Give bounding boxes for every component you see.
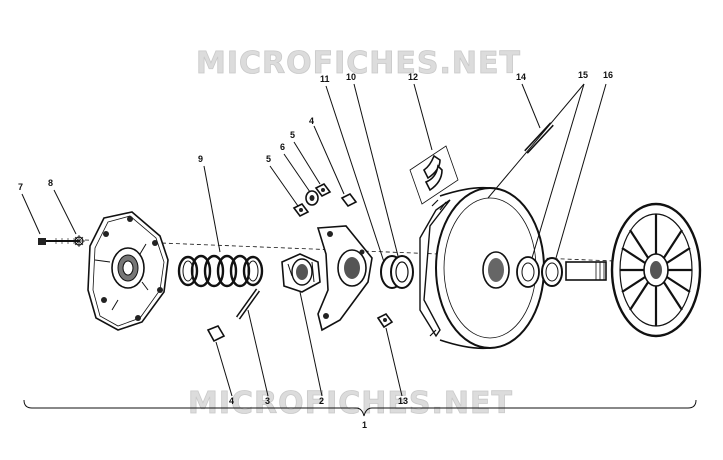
bushing-part-6 bbox=[305, 190, 319, 206]
callout-15: 15 bbox=[578, 70, 588, 80]
callout-4-upper: 4 bbox=[309, 116, 314, 126]
watermark-top: MICROFICHES.NET bbox=[196, 46, 521, 81]
leader-lines bbox=[21, 83, 607, 397]
callout-5-right: 5 bbox=[290, 130, 295, 140]
roller-part-4-lower bbox=[206, 325, 226, 343]
shaft bbox=[565, 261, 607, 281]
assembly-bracket bbox=[23, 399, 697, 417]
roller-insert-part-12 bbox=[409, 145, 459, 205]
pin-part-3 bbox=[235, 288, 261, 320]
nut-part-13 bbox=[376, 312, 394, 329]
sheave-wheel bbox=[610, 202, 702, 338]
callout-8: 8 bbox=[48, 178, 53, 188]
cover-plate bbox=[87, 211, 169, 331]
callout-14: 14 bbox=[516, 72, 526, 82]
bolt-part-7 bbox=[38, 238, 78, 245]
watermark-bottom: MICROFICHES.NET bbox=[188, 386, 513, 421]
hub-part-2 bbox=[281, 253, 321, 293]
lock-washer-part-8 bbox=[73, 235, 85, 247]
callout-10: 10 bbox=[346, 72, 356, 82]
bushing-part-10 bbox=[380, 255, 414, 289]
ring-part-16 bbox=[541, 257, 563, 287]
callout-1: 1 bbox=[362, 420, 367, 430]
callout-6: 6 bbox=[280, 142, 285, 152]
washer-part-5-left bbox=[292, 202, 310, 218]
roller-part-4-upper bbox=[340, 192, 358, 208]
callout-4-lower: 4 bbox=[229, 396, 234, 406]
callout-3: 3 bbox=[265, 396, 270, 406]
callout-13: 13 bbox=[398, 396, 408, 406]
callout-5-left: 5 bbox=[266, 154, 271, 164]
callout-9: 9 bbox=[198, 154, 203, 164]
spring-part-9 bbox=[177, 254, 264, 288]
callout-11: 11 bbox=[320, 74, 330, 84]
callout-7: 7 bbox=[18, 182, 23, 192]
spider-plate bbox=[316, 225, 373, 332]
callout-16: 16 bbox=[603, 70, 613, 80]
callout-12: 12 bbox=[408, 72, 418, 82]
bushing-part-15 bbox=[516, 256, 540, 288]
callout-2: 2 bbox=[319, 396, 324, 406]
washer-part-5-right bbox=[314, 182, 332, 198]
